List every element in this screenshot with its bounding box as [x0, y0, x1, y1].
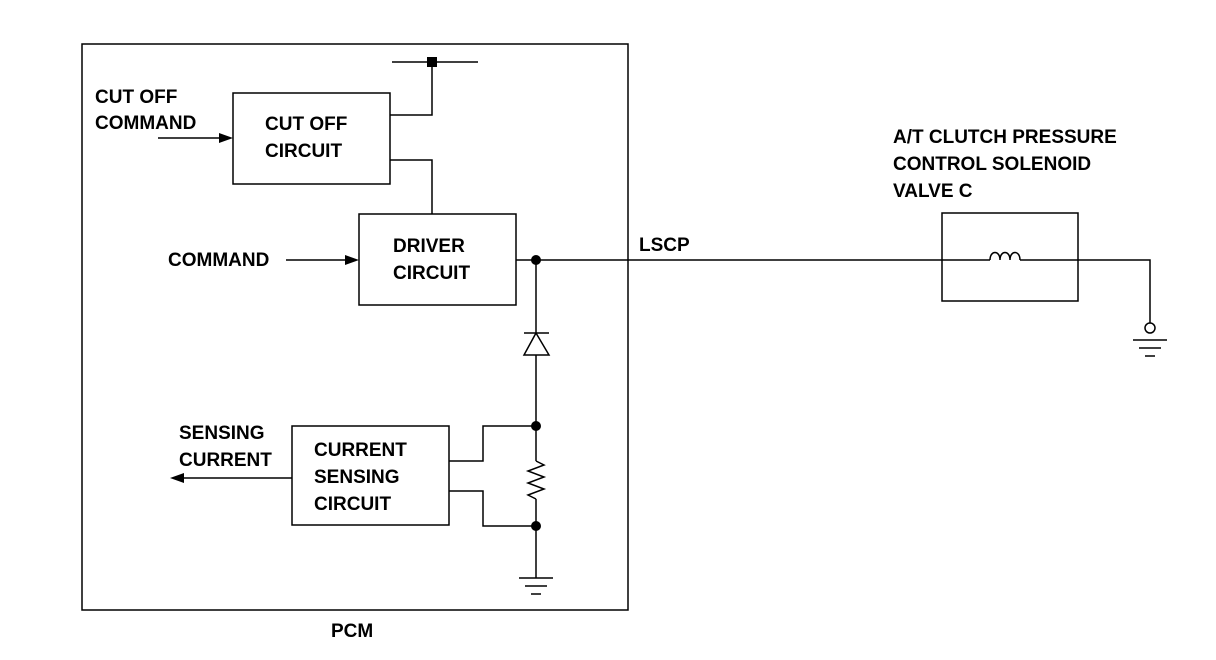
- svg-text:DRIVER CIRCUIT: DRIVER CIRCUIT: [393, 236, 470, 284]
- current-sensing-label-line1: CURRENT: [314, 440, 407, 461]
- ground-terminal-icon: [1144, 322, 1156, 334]
- arrow-sensing-current-icon: [170, 473, 184, 483]
- svg-text:SENSING CURRENT: SENSING CURRENT: [179, 423, 272, 471]
- wire-sense-tap-top: [449, 425, 536, 462]
- sensing-current-label-line2: CURRENT: [179, 450, 272, 471]
- wire-solenoid-to-ground: [1078, 259, 1151, 323]
- ground-icon: [519, 577, 553, 595]
- svg-text:CURRENT SENSING CIRCUI: CURRENT SENSING CIRCUIT: [314, 440, 412, 515]
- arrow-command-icon: [345, 255, 359, 265]
- cut-off-circuit-label-line1: CUT OFF: [265, 114, 347, 135]
- command-label: COMMAND: [168, 250, 269, 271]
- solenoid-label-line3: VALVE C: [893, 181, 973, 202]
- current-sensing-label-line3: CIRCUIT: [314, 494, 391, 515]
- power-terminal-icon: [427, 57, 437, 67]
- cut-off-circuit-box: [232, 92, 391, 185]
- coil-icon: [989, 251, 1021, 261]
- solenoid-label-line2: CONTROL SOLENOID: [893, 154, 1091, 175]
- cut-off-command-label-line2: COMMAND: [95, 113, 196, 134]
- svg-text:A/T CLUTCH PRESSURE CONTRO: A/T CLUTCH PRESSURE CONTROL SOLENOID VAL…: [893, 127, 1122, 202]
- svg-text:CUT OFF CIRCUIT: CUT OFF CIRCUIT: [265, 114, 353, 162]
- sensing-current-label-line1: SENSING: [179, 423, 265, 444]
- wire-sense-tap-bottom: [449, 490, 536, 527]
- wire-cutoff-to-driver: [390, 159, 433, 214]
- current-sensing-circuit-box: [291, 425, 450, 526]
- pcm-label: PCM: [331, 621, 373, 642]
- svg-text:CUT OFF COMMAND: CUT OFF COMMAND: [95, 87, 196, 134]
- cut-off-command-label-line1: CUT OFF: [95, 87, 177, 108]
- cut-off-circuit-label-line2: CIRCUIT: [265, 141, 342, 162]
- ground-icon: [1133, 339, 1167, 357]
- driver-circuit-label-line1: DRIVER: [393, 236, 465, 257]
- solenoid-label-line1: A/T CLUTCH PRESSURE: [893, 127, 1117, 148]
- wire-power-to-cutoff: [390, 67, 433, 116]
- resistor-icon: [525, 460, 547, 500]
- driver-circuit-box: [358, 213, 517, 306]
- lscp-label: LSCP: [639, 235, 690, 256]
- driver-circuit-label-line2: CIRCUIT: [393, 263, 470, 284]
- arrow-cut-off-command-icon: [219, 133, 233, 143]
- current-sensing-label-line2: SENSING: [314, 467, 400, 488]
